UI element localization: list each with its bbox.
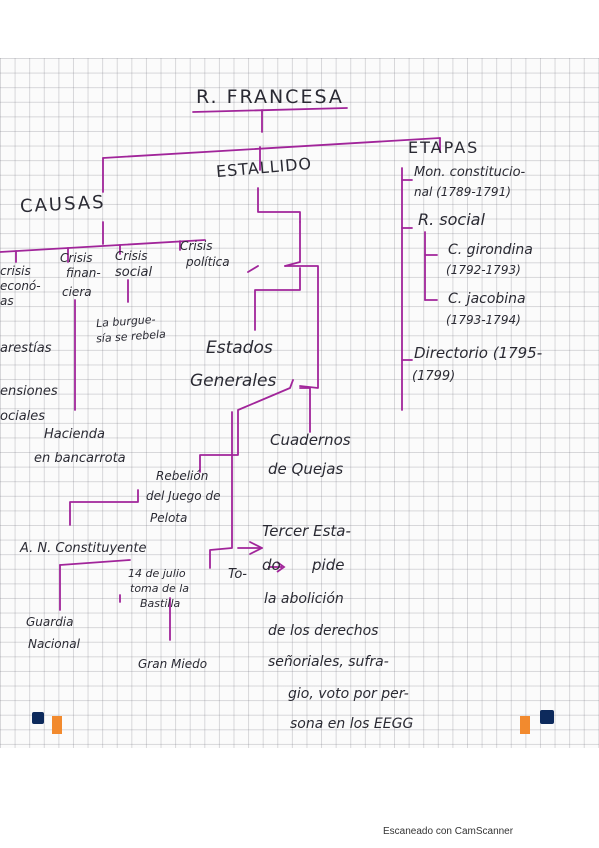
causa-carestias: arestías xyxy=(0,341,52,356)
causa-crisis-1-b: econó- xyxy=(0,279,41,293)
scanner-watermark: Escaneado con CamScanner xyxy=(383,826,514,837)
map-title: R. FRANCESA xyxy=(196,86,344,108)
cuadernos-2: de Quejas xyxy=(268,460,344,478)
causa-crisis-1: crisis xyxy=(0,264,31,278)
estados-to-rebelion xyxy=(199,379,294,473)
tercer-estado-1: Tercer Esta- xyxy=(262,522,351,540)
guardia-2: Nacional xyxy=(28,637,80,651)
to-estados xyxy=(254,267,301,331)
causas-heading: CAUSAS xyxy=(19,191,107,218)
causa-crisis-2-c: ciera xyxy=(62,285,92,299)
etapas-heading: ETAPAS xyxy=(408,138,480,157)
asamblea-constituyente: A. N. Constituyente xyxy=(20,541,147,556)
bastilla-3: Bastilla xyxy=(140,597,181,610)
tercer-estado-3: la abolición xyxy=(264,591,344,607)
estallido-down xyxy=(257,187,301,223)
etapa-girondina-1: C. girondina xyxy=(448,242,533,258)
top-horizontal xyxy=(102,137,441,159)
tercer-estado-5: señoriales, sufra- xyxy=(268,654,389,670)
notebook-corner-marker-left xyxy=(32,712,44,724)
pide-arrow xyxy=(268,561,286,573)
rebelion-3: Pelota xyxy=(150,511,188,525)
causa-crisis-4-b: política xyxy=(186,255,230,269)
causa-hacienda-1: Hacienda xyxy=(44,427,105,442)
notebook-corner-marker-right-tab xyxy=(520,716,530,734)
cuadernos-1: Cuadernos xyxy=(270,431,351,449)
arrow-head xyxy=(249,541,263,555)
tercer-estado-4: de los derechos xyxy=(268,623,379,639)
estallido-to-cuadernos xyxy=(284,265,319,389)
estados-to-cuadernos xyxy=(299,387,311,433)
toma-prefix: To- xyxy=(228,567,247,582)
rebelion-1: Rebelión xyxy=(156,469,209,483)
estados-generales-1: Estados xyxy=(206,338,273,358)
bastilla-2: toma de la xyxy=(130,582,190,595)
tercer-estado-pide: pide xyxy=(312,556,345,574)
tercer-estado-7: sona en los EEGG xyxy=(290,716,414,732)
etapa-monarquia-2: nal (1789-1791) xyxy=(414,185,511,199)
to-bastilla xyxy=(209,411,233,569)
tercer-estado-2: do xyxy=(262,556,281,574)
title-underline xyxy=(192,107,348,113)
etapa-monarquia-1: Mon. constitucio- xyxy=(414,165,526,180)
causa-tensiones-1: ensiones xyxy=(0,384,58,399)
causa-tensiones-2: ociales xyxy=(0,409,46,424)
etapa-jacobina-1: C. jacobina xyxy=(448,291,526,307)
etapa-girondina-2: (1792-1793) xyxy=(446,263,521,277)
bastilla-1: 14 de julio xyxy=(128,567,186,580)
causa-crisis-2-b: finan- xyxy=(66,266,101,280)
causa-crisis-3-b: social xyxy=(115,265,153,280)
causa-crisis-1-c: as xyxy=(0,294,14,308)
etapa-directorio-2: (1799) xyxy=(412,369,456,384)
etapa-directorio-1: Directorio (1795- xyxy=(414,344,543,362)
causa-hacienda-2: en bancarrota xyxy=(34,451,126,466)
causas-horizontal xyxy=(0,239,206,253)
gran-miedo: Gran Miedo xyxy=(138,657,208,671)
rebelion-2: del Juego de xyxy=(146,489,221,503)
notebook-corner-marker-left-tab xyxy=(52,716,62,734)
causa-crisis-3: Crisis xyxy=(115,249,148,263)
tercer-estado-6: gio, voto por per- xyxy=(288,686,409,702)
causa-crisis-4: Crisis xyxy=(180,239,213,253)
rebelion-to-asamblea xyxy=(69,489,139,526)
notebook-corner-marker-right xyxy=(540,710,554,724)
etapa-r-social: R. social xyxy=(418,210,485,229)
graph-paper-sheet xyxy=(0,58,599,748)
etapa-jacobina-2: (1793-1794) xyxy=(446,313,521,327)
causa-crisis-2: Crisis xyxy=(60,251,93,265)
guardia-1: Guardia xyxy=(26,615,74,629)
estados-generales-2: Generales xyxy=(190,371,277,391)
